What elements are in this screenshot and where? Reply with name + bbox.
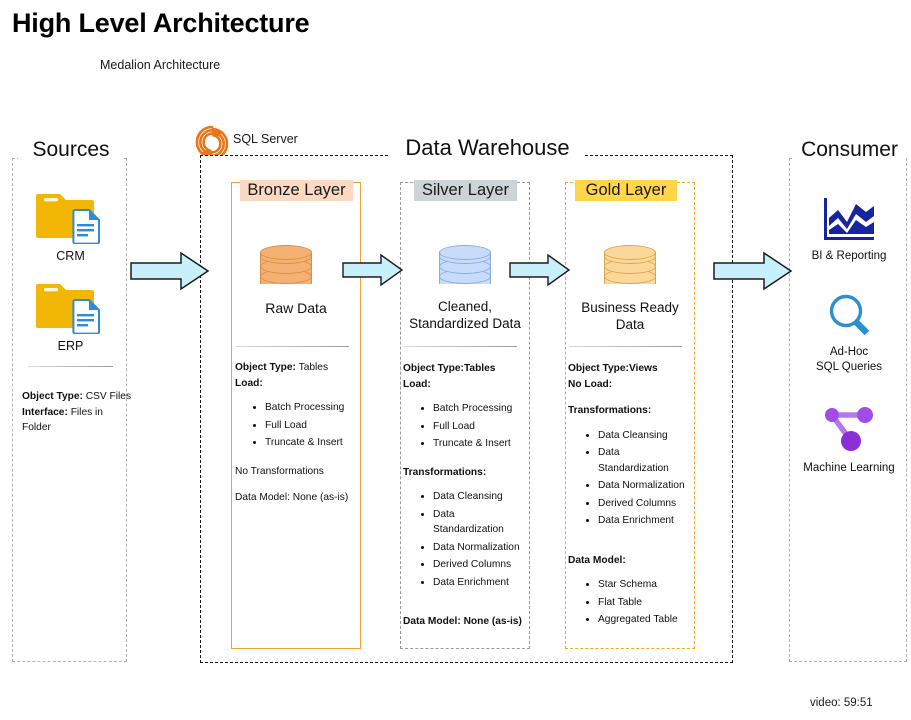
silver-transformations-list: Data Cleansing Data Standardization Data…: [403, 489, 525, 590]
bar-chart-icon: [800, 196, 898, 249]
sources-details: Object Type: CSV Files Interface: Files …: [22, 389, 134, 436]
list-item: Data Enrichment: [433, 575, 525, 591]
list-item: Derived Columns: [598, 496, 690, 512]
consumer-section-title: Consumer: [793, 135, 906, 167]
bronze-data-model-label: Data Model: None (as-is): [235, 492, 349, 503]
source-label-crm: CRM: [56, 249, 85, 263]
list-item: Aggregated Table: [598, 612, 690, 628]
gold-data-model-label: Data Model:: [568, 554, 626, 566]
bronze-details: Object Type: Tables Load: Batch Processi…: [235, 360, 355, 506]
magnifier-icon: [800, 292, 898, 345]
consumer-label-machine-learning: Machine Learning: [803, 462, 895, 474]
list-item: Data Enrichment: [598, 513, 690, 529]
silver-object-type-label: Object Type:Tables: [403, 363, 496, 374]
list-item: Data Normalization: [433, 540, 525, 556]
arrow-gold-to-consumer: [713, 251, 793, 296]
gold-database-icon: [604, 245, 656, 291]
source-item-crm[interactable]: CRM: [33, 186, 108, 263]
silver-divider: [404, 346, 517, 347]
list-item: Derived Columns: [433, 557, 525, 573]
gold-transformations-label: Transformations:: [568, 405, 652, 416]
list-item: Full Load: [265, 418, 355, 434]
consumer-panel: [789, 158, 907, 662]
silver-data-model-label: Data Model: None (as-is): [403, 616, 522, 627]
list-item: Data Cleansing: [433, 489, 525, 505]
gold-object-type-label: Object Type:Views: [568, 363, 658, 374]
silver-details: Object Type:Tables Load: Batch Processin…: [403, 361, 525, 630]
consumer-item-bi-reporting[interactable]: BI & Reporting: [800, 196, 898, 264]
bronze-database-icon: [260, 245, 312, 291]
bronze-object-type-label: Object Type:: [235, 362, 296, 373]
sources-detail-key-1: Interface:: [22, 406, 68, 418]
silver-caption: Cleaned, Standardized Data: [409, 299, 521, 331]
list-item: Data Standardization: [433, 507, 525, 538]
sources-divider: [28, 366, 113, 367]
arrow-bronze-to-silver: [342, 253, 404, 294]
gold-divider: [569, 346, 682, 347]
sources-detail-val-1: Files in Folder: [22, 406, 103, 434]
sql-server-label: SQL Server: [233, 132, 298, 146]
source-label-erp: ERP: [57, 339, 84, 353]
gold-data-model-list: Star Schema Flat Table Aggregated Table: [568, 577, 690, 628]
list-item: Batch Processing: [433, 401, 525, 417]
bronze-caption: Raw Data: [265, 300, 327, 316]
gold-transformations-list: Data Cleansing Data Standardization Data…: [568, 428, 690, 529]
source-item-erp[interactable]: ERP: [33, 276, 108, 353]
silver-load-list: Batch Processing Full Load Truncate & In…: [403, 401, 525, 452]
bronze-transformations-label: No Transformations: [235, 465, 324, 477]
folder-file-icon: [35, 194, 100, 245]
sources-section-title: Sources: [18, 135, 124, 167]
bronze-divider: [236, 346, 349, 347]
page-subtitle: Medalion Architecture: [100, 58, 221, 72]
list-item: Full Load: [433, 419, 525, 435]
consumer-label-bi-reporting: BI & Reporting: [811, 250, 887, 262]
list-item: Truncate & Insert: [433, 436, 525, 452]
silver-transformations-label: Transformations:: [403, 466, 487, 478]
list-item: Flat Table: [598, 595, 690, 611]
gold-caption: Business Ready Data: [581, 300, 679, 332]
list-item: Data Normalization: [598, 478, 690, 494]
gold-load-label: No Load:: [568, 378, 613, 390]
consumer-label-adhoc-line1: Ad-Hoc: [829, 346, 869, 358]
silver-database-icon: [439, 245, 491, 291]
bronze-load-label: Load:: [235, 377, 263, 389]
bronze-layer-title: Bronze Layer: [240, 180, 353, 201]
list-item: Batch Processing: [265, 400, 355, 416]
sources-detail-key-0: Object Type:: [22, 391, 83, 402]
consumer-item-machine-learning[interactable]: Machine Learning: [800, 400, 898, 476]
consumer-item-adhoc-sql[interactable]: Ad-Hoc SQL Queries: [800, 292, 898, 374]
list-item: Truncate & Insert: [265, 435, 355, 451]
bronze-object-type-value: Tables: [295, 362, 329, 373]
list-item: Data Standardization: [598, 445, 690, 476]
list-item: Data Cleansing: [598, 428, 690, 444]
gold-layer-title: Gold Layer: [575, 180, 677, 201]
page-title: High Level Architecture: [12, 8, 310, 38]
folder-file-icon: [35, 284, 100, 335]
consumer-label-adhoc-line2: SQL Queries: [815, 360, 883, 373]
bronze-load-list: Batch Processing Full Load Truncate & In…: [235, 400, 355, 451]
video-timestamp-note: video: 59:51: [810, 697, 873, 709]
silver-load-label: Load:: [403, 378, 431, 390]
gold-details: Object Type:Views No Load: Transformatio…: [568, 361, 690, 630]
arrow-sources-to-bronze: [130, 251, 210, 296]
arrow-silver-to-gold: [509, 253, 571, 294]
data-warehouse-section-title: Data Warehouse: [390, 133, 585, 167]
sources-detail-val-0: CSV Files: [82, 391, 132, 402]
network-nodes-icon: [800, 400, 898, 461]
list-item: Star Schema: [598, 577, 690, 593]
silver-layer-title: Silver Layer: [414, 180, 517, 201]
